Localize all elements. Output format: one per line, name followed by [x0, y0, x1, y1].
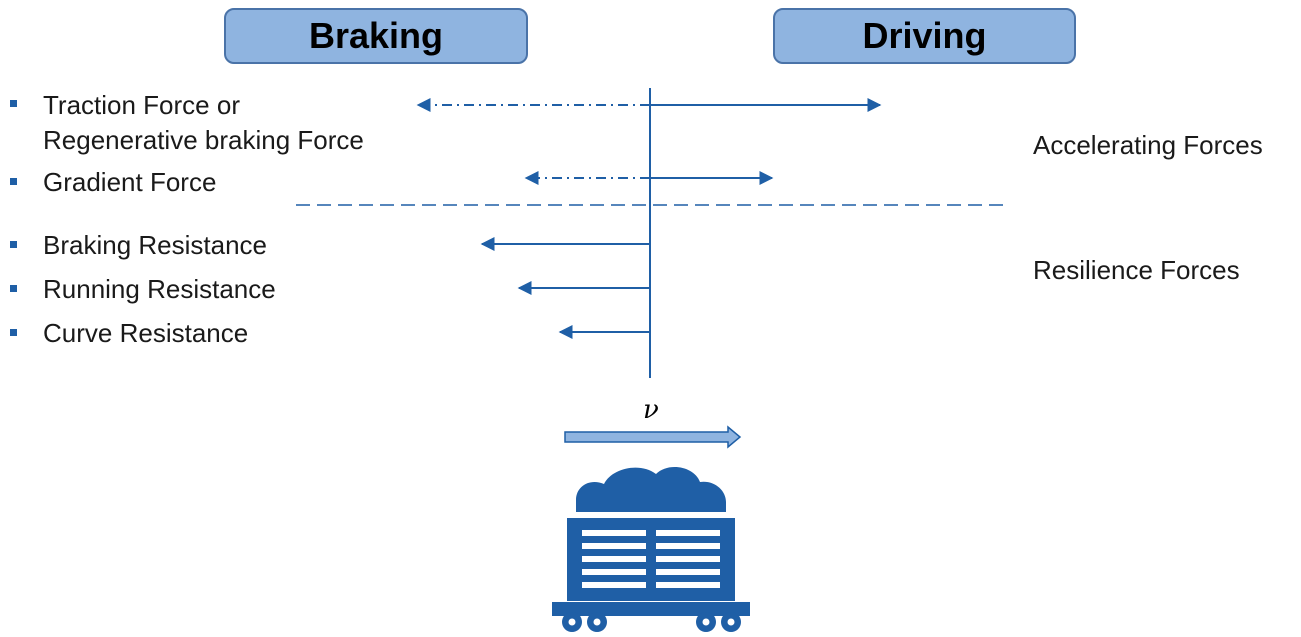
group-label-resilience: Resilience Forces [1033, 255, 1240, 285]
bullet-marker [10, 329, 17, 336]
freight-wagon-icon [552, 467, 750, 632]
bullet-marker [10, 100, 17, 107]
bullet-marker [10, 285, 17, 292]
group-label-accelerating: Accelerating Forces [1033, 130, 1263, 160]
driving-header-label: Driving [862, 15, 987, 56]
force-label-gradient: Gradient Force [43, 167, 217, 197]
velocity-symbol: ν [643, 395, 659, 425]
braking-header-label: Braking [308, 15, 444, 56]
force-label-curve-resistance: Curve Resistance [43, 318, 249, 348]
force-label-braking-resistance: Braking Resistance [43, 230, 267, 260]
force-label-running-resistance: Running Resistance [43, 274, 276, 304]
velocity-arrow-icon [564, 425, 742, 449]
force-label-traction-line2: Regenerative braking Force [43, 125, 364, 155]
bullet-marker [10, 241, 17, 248]
force-label-traction-line1: Traction Force or [43, 90, 240, 120]
driving-header: Driving [773, 8, 1076, 64]
braking-header: Braking [224, 8, 528, 64]
bullet-marker [10, 178, 17, 185]
